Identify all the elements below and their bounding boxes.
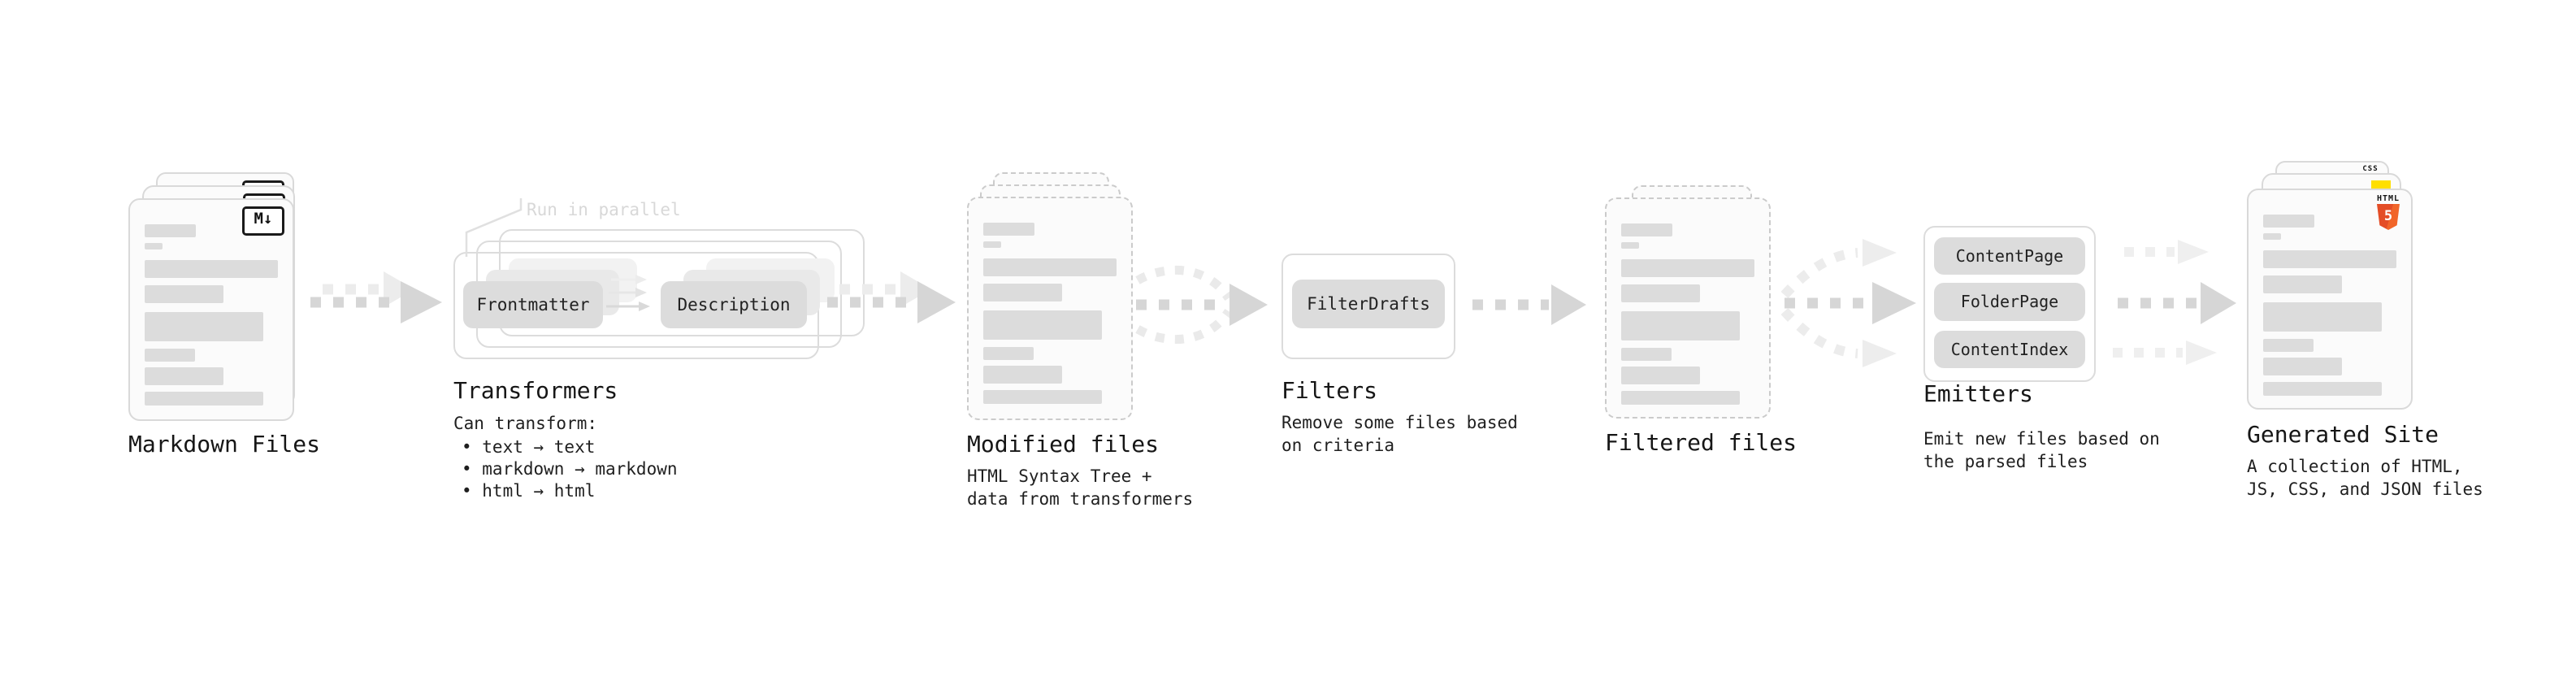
placeholder-bar: [145, 349, 195, 362]
placeholder-bar: [1621, 391, 1740, 405]
node-title-emitters: Emitters: [1923, 380, 2033, 407]
placeholder-bar: [2263, 250, 2396, 268]
node-title-filters: Filters: [1281, 377, 1378, 404]
document-content-placeholder: [1621, 223, 1754, 405]
file-card-front: M↓: [128, 198, 294, 421]
placeholder-bar: [1621, 367, 1700, 384]
placeholder-bar: [145, 260, 278, 278]
file-card-front: [1605, 197, 1771, 419]
main-arrow: [827, 281, 956, 323]
arrow-filtered-to-emitters: [1780, 239, 1916, 367]
placeholder-bar: [2263, 302, 2382, 332]
filters-desc: Remove some files based on criteria: [1281, 413, 1518, 455]
node-title-transformers: Transformers: [453, 377, 618, 404]
transformers-bullets: • text → text • markdown → markdown • ht…: [453, 436, 678, 502]
placeholder-bar: [145, 312, 263, 341]
contentpage-pill: ContentPage: [1934, 237, 2085, 275]
folderpage-pill: FolderPage: [1934, 283, 2085, 321]
placeholder-bar: [983, 390, 1102, 404]
ghost-arrow: [323, 271, 414, 307]
placeholder-bar: [1621, 348, 1672, 361]
placeholder-bar: [983, 310, 1102, 340]
node-title-generated-site: Generated Site: [2247, 421, 2439, 448]
placeholder-bar: [983, 347, 1034, 360]
placeholder-bar: [2263, 233, 2281, 240]
placeholder-bar: [1621, 242, 1639, 249]
placeholder-bar: [145, 243, 163, 249]
parallel-flow-arrows: [606, 275, 650, 311]
placeholder-bar: [2263, 382, 2382, 396]
frontmatter-pill: Frontmatter: [463, 281, 603, 328]
modified-files-desc: HTML Syntax Tree + data from transformer…: [967, 466, 1194, 509]
ghost-arrow: [839, 271, 931, 307]
emitters-box: [1923, 226, 2096, 382]
arrow-modified-to-filters: [1135, 265, 1268, 345]
markdown-icon: M↓: [242, 206, 284, 236]
arrow-markdown-to-transformers: [310, 271, 442, 323]
placeholder-bar: [983, 366, 1062, 384]
placeholder-bar: [1621, 259, 1754, 277]
filterdrafts-pill: FilterDrafts: [1292, 280, 1445, 328]
bullet-item: • markdown → markdown: [462, 459, 678, 479]
description-pill: Description: [661, 281, 807, 328]
bullet-item: • html → html: [462, 481, 596, 501]
filters-box: [1281, 254, 1455, 359]
emitters-desc: Emit new files based on the parsed files: [1923, 429, 2160, 471]
placeholder-bar: [2263, 275, 2342, 293]
bullet-item: • text → text: [462, 437, 596, 457]
document-content-placeholder: [983, 223, 1117, 404]
placeholder-bar: [145, 285, 223, 303]
file-card-front: [967, 197, 1133, 420]
node-title-modified-files: Modified files: [967, 431, 1160, 458]
placeholder-bar: [1621, 284, 1700, 302]
main-arrow: [310, 281, 442, 323]
callout-leader-line: [465, 198, 523, 257]
placeholder-bar: [983, 284, 1062, 301]
document-content-placeholder: [145, 224, 278, 406]
placeholder-bar: [1621, 311, 1740, 340]
node-title-markdown-files: Markdown Files: [128, 431, 321, 458]
placeholder-bar: [983, 258, 1117, 276]
document-content-placeholder: [2263, 215, 2396, 396]
placeholder-bar: [2263, 358, 2342, 375]
placeholder-bar: [983, 223, 1034, 236]
arrow-transformers-to-modified: [827, 271, 956, 323]
contentindex-pill: ContentIndex: [1934, 331, 2085, 368]
html5-icon: HTML 5: [2370, 194, 2406, 230]
placeholder-bar: [1621, 223, 1672, 236]
run-in-parallel-callout: Run in parallel: [527, 200, 681, 219]
node-title-filtered-files: Filtered files: [1605, 429, 1798, 456]
transformers-subtitle: Can transform:: [453, 414, 598, 433]
file-card-front: HTML 5: [2247, 189, 2413, 410]
placeholder-bar: [2263, 339, 2314, 352]
placeholder-bar: [2263, 215, 2314, 228]
arrow-filters-to-filtered: [1472, 284, 1586, 325]
generated-site-desc: A collection of HTML, JS, CSS, and JSON …: [2247, 457, 2483, 499]
placeholder-bar: [145, 367, 223, 385]
arrow-emitters-to-generated: [2113, 240, 2236, 365]
placeholder-bar: [145, 224, 196, 237]
placeholder-bar: [983, 241, 1001, 248]
placeholder-bar: [145, 392, 263, 406]
